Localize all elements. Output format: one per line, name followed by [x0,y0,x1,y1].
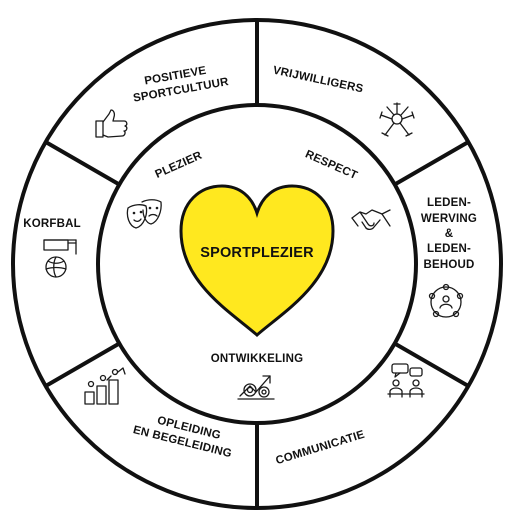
handshake-icon [351,209,391,231]
segment-label-korfbal: KORFBAL [23,218,81,230]
meeting-chat-icon [387,363,425,398]
divider-lower-left [44,341,121,388]
segment-positieve-sportcultuur: POSITIEVE SPORTCULTUUR [95,65,230,138]
divider-lower-right [393,341,470,388]
theater-masks-icon [126,199,162,229]
segment-vrijwilligers: VRIJWILLIGERS [272,65,415,137]
inner-label-ontwikkeling: ONTWIKKELING [211,353,303,365]
hands-together-icon [379,102,415,137]
coaching-icon [84,367,126,405]
center-heart [179,184,335,337]
segment-label-behoud: BEHOUD [423,259,474,271]
people-network-icon [428,283,464,318]
korfbal-basket-icon [43,239,77,278]
segment-ledenwerving-ledenbehoud: LEDEN- WERVING & LEDEN- BEHOUD [421,197,477,318]
segment-korfbal: KORFBAL [23,218,81,278]
segment-label-communicatie: COMMUNICATIE [274,429,366,467]
divider-upper-right [393,140,470,187]
segment-communicatie: COMMUNICATIE [274,363,425,467]
center-label: SPORTPLEZIER [200,245,314,261]
inner-label-respect: RESPECT [303,148,359,182]
inner-label-plezier: PLEZIER [154,149,205,180]
segment-label-vrijwilligers: VRIJWILLIGERS [272,65,365,96]
segment-label-ampersand: & [445,228,454,240]
growth-arrow-icon [237,375,275,400]
segment-label-leden-2: LEDEN- [427,243,471,255]
thumbs-up-icon [95,109,128,138]
divider-upper-left [44,140,121,187]
segment-label-werving: WERVING [421,213,477,225]
segment-label-leden-1: LEDEN- [427,197,471,209]
